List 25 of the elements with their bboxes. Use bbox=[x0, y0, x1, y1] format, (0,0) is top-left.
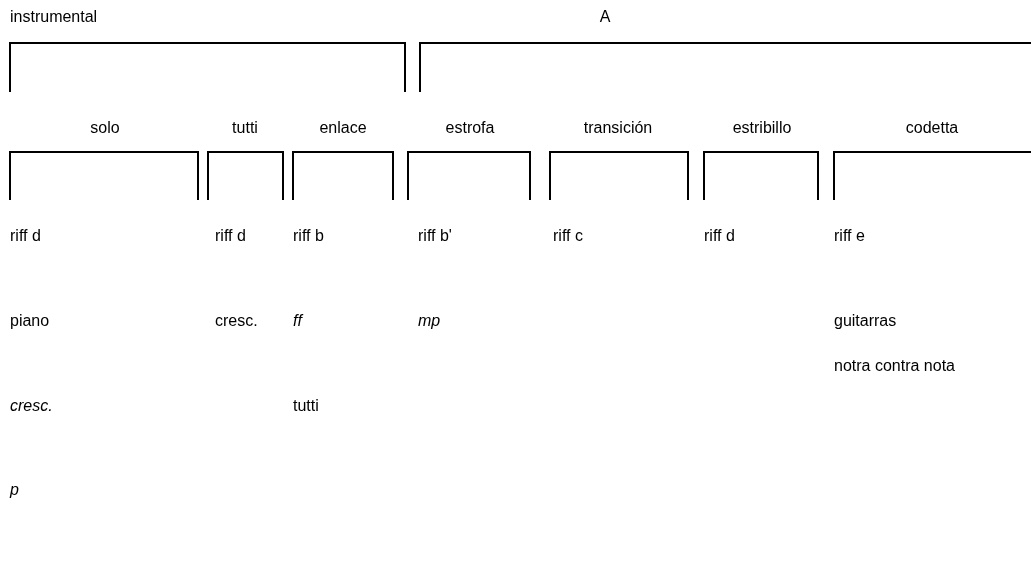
subsection-heading: codetta bbox=[905, 119, 959, 137]
riff-label: riff e bbox=[834, 227, 865, 245]
performance-note: piano bbox=[10, 312, 50, 330]
riff-label: riff c bbox=[553, 227, 583, 245]
performance-note: ff bbox=[293, 312, 302, 330]
riff-label: riff d bbox=[704, 227, 735, 245]
subsection-heading: transición bbox=[583, 119, 653, 137]
performance-note: guitarras bbox=[834, 312, 897, 330]
riff-label: riff b' bbox=[418, 227, 452, 245]
subsection-heading: solo bbox=[90, 119, 120, 137]
riff-label: riff d bbox=[10, 227, 41, 245]
performance-note: cresc. bbox=[10, 397, 53, 415]
performance-note: cresc. bbox=[215, 312, 258, 330]
subsection-heading: estribillo bbox=[732, 119, 792, 137]
riff-label: riff b bbox=[293, 227, 324, 245]
subsection-heading: enlace bbox=[319, 119, 367, 137]
performance-note: notra contra nota bbox=[834, 357, 955, 375]
riff-label: riff d bbox=[215, 227, 246, 245]
subsection-heading: tutti bbox=[232, 119, 258, 137]
subsection-heading: estrofa bbox=[445, 119, 495, 137]
performance-note: mp bbox=[418, 312, 441, 330]
performance-note: tutti bbox=[293, 397, 319, 415]
performance-note: p bbox=[10, 481, 19, 499]
section-heading: instrumental bbox=[10, 8, 98, 26]
section-heading: A bbox=[599, 8, 611, 26]
